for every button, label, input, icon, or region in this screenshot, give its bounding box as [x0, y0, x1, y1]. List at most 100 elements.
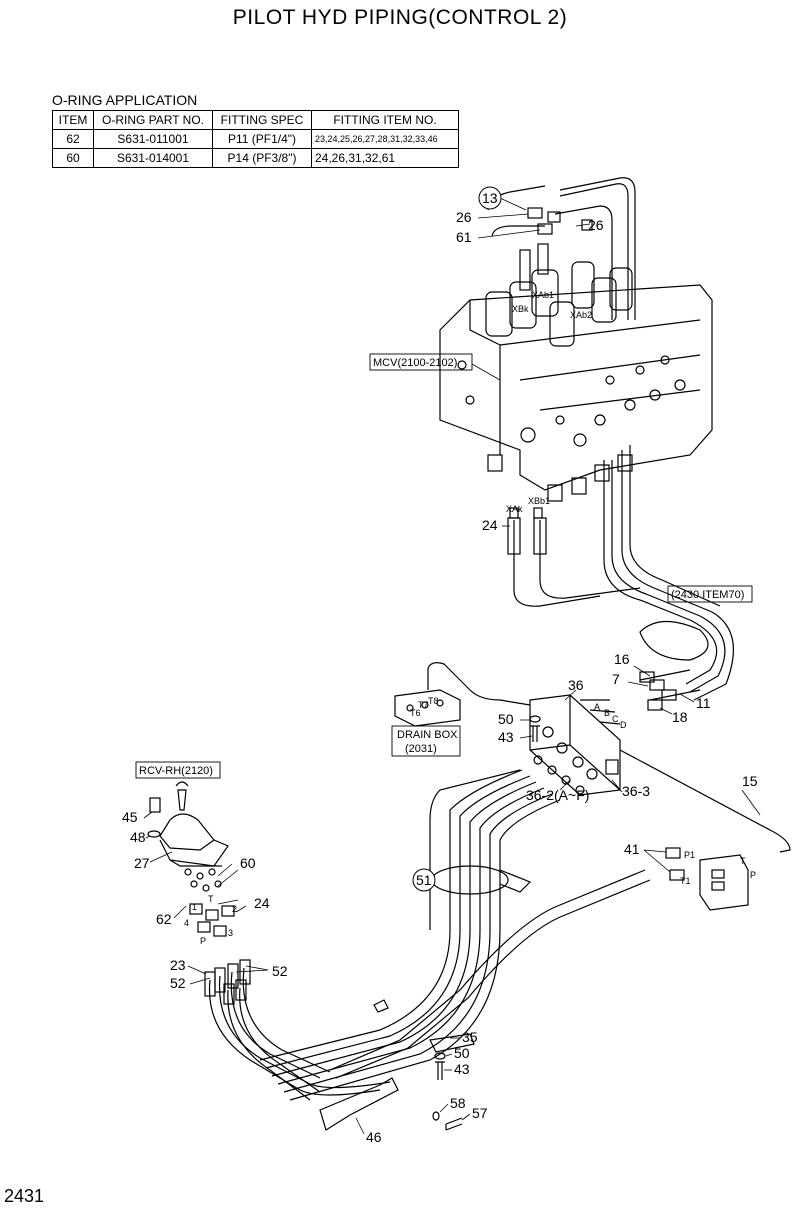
drain-box-label-box [391, 725, 461, 757]
washer [434, 1052, 446, 1060]
port-t8: T8 [428, 696, 439, 706]
drain-box [394, 662, 531, 727]
port-a: A [594, 702, 600, 712]
rcv-ports [184, 868, 235, 937]
callout-26-left: 26 [456, 209, 472, 225]
callout-43-upper: 43 [498, 729, 514, 745]
callout-26-right: 26 [588, 217, 604, 233]
port-xbk: XBk [512, 304, 529, 314]
top-pilot-hoses [487, 177, 636, 320]
port-p: P [750, 870, 756, 880]
port-d: D [620, 720, 627, 730]
port-t: T [740, 856, 746, 866]
hose-line [619, 749, 791, 853]
callout-11: 11 [696, 695, 711, 711]
mcv-down-hoses [507, 445, 721, 621]
callout-52-right: 52 [272, 963, 288, 979]
callout-50-lower: 50 [454, 1045, 470, 1061]
item70-label-box [667, 585, 753, 603]
rcv-port-p: P [200, 936, 206, 946]
port-t7: T7 [418, 700, 429, 710]
rcv-label: RCV-RH(2120) [139, 765, 213, 777]
bracket [319, 1077, 399, 1131]
callout-60: 60 [240, 855, 256, 871]
callout-35: 35 [462, 1029, 478, 1045]
right-hose-bundle [639, 611, 734, 711]
callout-15: 15 [742, 773, 758, 789]
rcv-port-4: 4 [184, 918, 189, 928]
callout-16: 16 [614, 651, 630, 667]
callout-61: 61 [456, 229, 472, 245]
callout-48: 48 [130, 829, 146, 845]
port-b: B [604, 708, 610, 718]
callout-24-top: 24 [482, 517, 498, 533]
oring-table: ITEM O-RING PART NO. FITTING SPEC FITTIN… [52, 110, 459, 168]
callout-57: 57 [472, 1105, 488, 1121]
callout-circle [478, 186, 502, 210]
page-number: 2431 [4, 1186, 45, 1206]
rcv-port-t: T [208, 894, 214, 904]
port-xab2: XAb2 [570, 310, 592, 320]
bundle-clamp [431, 865, 532, 895]
port-t1: T1 [680, 876, 691, 886]
port-p1: P1 [684, 850, 695, 860]
callout-45: 45 [122, 809, 138, 825]
port-xak: XAk [506, 504, 523, 514]
callout-62: 62 [156, 911, 172, 927]
callout-23: 23 [170, 957, 186, 973]
washer [432, 1111, 440, 1121]
main-hose-bundle [259, 769, 651, 1101]
bolt [530, 725, 540, 742]
page-title: PILOT HYD PIPING(CONTROL 2) [232, 6, 568, 29]
callout-36-2: 36-2(A~F) [526, 787, 589, 803]
callout-7: 7 [612, 671, 620, 687]
rcv-joystick [147, 781, 229, 867]
drain-box-ref: (2031) [405, 743, 437, 755]
mcv-label-box [369, 353, 473, 371]
port-c: C [612, 714, 619, 724]
rcv-port-2: 2 [232, 904, 237, 914]
table-cell: 24,26,31,32,61 [311, 148, 459, 168]
callout-24-rcv: 24 [254, 895, 270, 911]
callout-51: 51 [416, 872, 432, 888]
rcv-label-box [135, 761, 221, 779]
callout-58: 58 [450, 1095, 466, 1111]
callout-50-upper: 50 [498, 711, 514, 727]
washer [529, 715, 541, 723]
rcv-port-1: 1 [192, 902, 197, 912]
rcv-hoses [204, 959, 391, 1101]
hose-clamp [639, 620, 709, 661]
rcv-port-3: 3 [228, 928, 233, 938]
table-cell: S631-014001 [93, 148, 213, 168]
callout-27: 27 [134, 855, 150, 871]
port-xbb1: XBb1 [528, 496, 550, 506]
bracket [373, 999, 389, 1013]
table-cell: P14 (PF3/8") [212, 148, 312, 168]
fitting-block-right [665, 847, 749, 911]
port-t6: T6 [410, 708, 421, 718]
bolt [445, 1117, 463, 1131]
item70-label: (2430 ITEM70) [671, 589, 744, 601]
callout-18: 18 [672, 709, 688, 725]
callout-circle [412, 868, 436, 892]
callout-36-3: 36-3 [622, 783, 650, 799]
mcv-valve-block [439, 261, 713, 502]
oring-table-caption: O-RING APPLICATION [52, 92, 198, 108]
callout-43-lower: 43 [454, 1061, 470, 1077]
table-row: 60 S631-014001 P14 (PF3/8") 24,26,31,32,… [52, 148, 459, 168]
callout-52-left: 52 [170, 975, 186, 991]
callout-46: 46 [366, 1129, 382, 1145]
leader-lines [143, 197, 761, 1135]
callout-41: 41 [624, 841, 640, 857]
callout-13: 13 [482, 190, 498, 206]
bolt [435, 1061, 445, 1080]
callout-36: 36 [568, 677, 584, 693]
bracket [429, 1033, 475, 1053]
drain-box-label: DRAIN BOX [397, 729, 458, 741]
table-cell: S631-011001 [93, 129, 213, 149]
mcv-label: MCV(2100-2102) [373, 357, 457, 369]
port-xab1: XAb1 [532, 290, 554, 300]
table-cell: 60 [52, 148, 94, 168]
table-header: O-RING PART NO. [93, 110, 213, 130]
